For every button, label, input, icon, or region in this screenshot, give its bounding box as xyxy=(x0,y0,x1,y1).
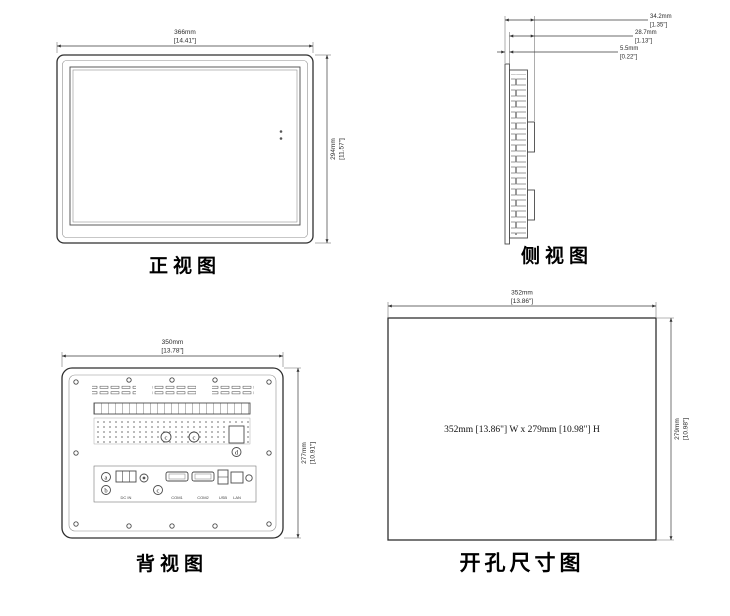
front-active-area xyxy=(72,69,298,223)
side-depth-total-mm: 34.2mm xyxy=(650,14,672,20)
cutout-height-in: [10.98"] xyxy=(683,418,690,440)
power-terminal-block xyxy=(115,470,137,483)
front-width-in: [14.41"] xyxy=(174,38,196,45)
front-width-dimension: 366mm [14.41"] xyxy=(56,29,314,53)
com2-port xyxy=(191,471,215,482)
rear-perforation-area xyxy=(93,417,251,445)
cutout-view-caption: 开孔尺寸图 xyxy=(460,551,585,575)
callout-a-label: a xyxy=(105,475,108,482)
port-label-lan: LAN xyxy=(233,495,241,500)
cutout-rectangle xyxy=(387,317,657,541)
front-indicator-dot-2 xyxy=(279,137,283,140)
port-label-com2: COM2 xyxy=(197,495,209,500)
front-indicator-dot-1 xyxy=(279,130,283,133)
rear-cover-line xyxy=(68,374,277,532)
rear-vent-slots xyxy=(92,385,254,396)
side-depth-body-mm: 28.7mm xyxy=(635,30,657,36)
front-height-dimension: 294mm [11.57"] xyxy=(315,54,346,244)
cutout-width-in: [13.86"] xyxy=(511,298,533,305)
callout-c2-label: c xyxy=(193,435,196,442)
callout-c3-label: c xyxy=(157,488,160,495)
side-bezel-mm: 5.5mm xyxy=(620,46,638,52)
rear-callout-c2: c xyxy=(188,431,200,443)
cutout-width-dimension: 352mm [13.86"] xyxy=(387,290,657,317)
side-view: 34.2mm [1.35"] 28.7mm [1.13"] 5.5mm [0.2… xyxy=(497,14,672,267)
callout-d-label: d xyxy=(235,450,239,457)
front-bezel-line xyxy=(62,60,308,238)
rear-height-in: [10.91"] xyxy=(310,442,317,464)
rear-height-mm: 277mm xyxy=(301,442,308,464)
side-mount-bracket-bottom xyxy=(527,189,535,221)
com1-port xyxy=(165,471,189,482)
antenna-connector xyxy=(245,474,253,482)
side-front-bezel xyxy=(504,63,510,245)
cutout-height-mm: 279mm xyxy=(674,418,681,440)
side-depth-body-in: [1.13"] xyxy=(635,39,652,45)
rear-width-dimension: 350mm [13.78"] xyxy=(61,339,284,367)
side-mount-bracket-top xyxy=(527,121,535,153)
side-heatsink-fins xyxy=(511,74,526,235)
rear-antenna-plate xyxy=(228,425,245,444)
rear-height-dimension: 277mm [10.91"] xyxy=(284,367,317,539)
lan-port xyxy=(230,471,244,484)
cutout-height-dimension: 279mm [10.98"] xyxy=(657,317,690,541)
rear-width-mm: 350mm xyxy=(162,339,184,346)
front-display-area xyxy=(69,66,301,226)
rear-mount-rail xyxy=(93,402,251,415)
rear-callout-d: d xyxy=(231,447,242,457)
front-view-caption: 正视图 xyxy=(149,254,221,277)
rear-screws xyxy=(73,377,272,529)
rear-view: c c d a b c xyxy=(61,339,317,575)
callout-b-label: b xyxy=(104,488,107,495)
rear-view-caption: 背视图 xyxy=(136,552,208,575)
port-label-dcin: DC IN xyxy=(121,495,132,500)
cutout-view: 352mm [13.86"] 279mm [10.98"] 352mm [13.… xyxy=(387,290,690,575)
rear-callout-c3: c xyxy=(153,485,163,495)
port-label-usb: USB xyxy=(219,495,228,500)
rear-connector-panel: a b c DC IN COM1 COM2 USB LAN xyxy=(93,465,257,503)
front-height-mm: 294mm xyxy=(330,138,337,160)
side-bezel-in: [0.22"] xyxy=(620,55,637,61)
front-width-mm: 366mm xyxy=(174,29,196,36)
front-height-in: [11.57"] xyxy=(339,138,346,160)
front-view: 366mm [14.41"] 294mm [11.57"] 正视图 xyxy=(56,29,346,277)
port-label-com1: COM1 xyxy=(171,495,183,500)
side-depth-total-in: [1.35"] xyxy=(650,23,667,29)
side-dimensions: 34.2mm [1.35"] 28.7mm [1.13"] 5.5mm [0.2… xyxy=(497,14,672,121)
rear-callout-c1: c xyxy=(160,431,172,443)
rear-width-in: [13.78"] xyxy=(161,348,183,355)
callout-c1-label: c xyxy=(165,435,168,442)
cutout-width-mm: 352mm xyxy=(511,290,533,297)
side-view-caption: 侧视图 xyxy=(521,244,593,267)
cutout-center-label: 352mm [13.86"] W x 279mm [10.98"] H xyxy=(444,425,600,435)
